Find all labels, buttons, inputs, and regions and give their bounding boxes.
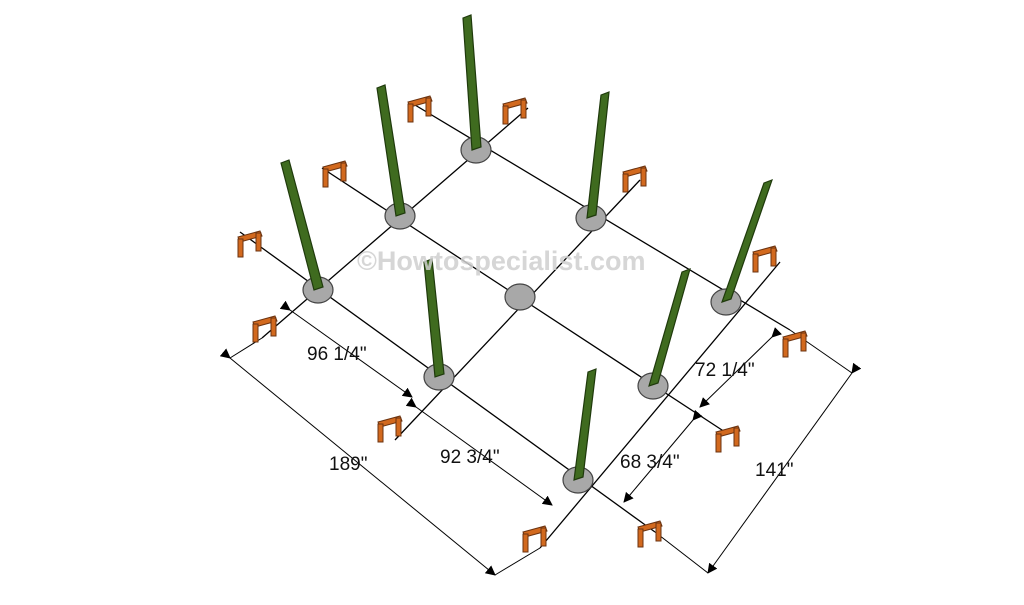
batter-board-stake bbox=[340, 162, 347, 182]
batter-board-stake bbox=[520, 99, 527, 119]
post-body bbox=[280, 159, 324, 291]
batter-board bbox=[322, 160, 348, 188]
dimension-line bbox=[405, 397, 553, 506]
batter-board bbox=[622, 165, 648, 193]
batter-board-stake bbox=[800, 332, 807, 352]
layout-string bbox=[539, 261, 781, 549]
batter-board-stake bbox=[252, 323, 259, 343]
batter-board-stake bbox=[395, 417, 402, 437]
extension-line bbox=[654, 531, 709, 574]
posts bbox=[280, 14, 773, 481]
post-body bbox=[586, 91, 610, 219]
dim-68-3-4: 68 3/4" bbox=[620, 452, 680, 473]
batter-board-stake bbox=[540, 527, 547, 547]
batter-board bbox=[237, 230, 263, 258]
batter-board-stake bbox=[377, 423, 384, 443]
dim-141: 141" bbox=[755, 460, 793, 481]
watermark: ©Howtospecialist.com bbox=[357, 246, 645, 276]
batter-board bbox=[782, 330, 808, 358]
post-body bbox=[573, 368, 597, 481]
concrete-footing bbox=[504, 283, 536, 311]
post bbox=[376, 84, 406, 217]
dim-189: 189" bbox=[329, 454, 367, 475]
batter-board bbox=[715, 425, 741, 453]
batter-board-stake bbox=[255, 232, 262, 252]
batter-board-stake bbox=[733, 427, 740, 447]
batter-board bbox=[377, 415, 403, 443]
batter-board-stake bbox=[782, 338, 789, 358]
post-body bbox=[721, 178, 773, 303]
batter-boards bbox=[237, 95, 808, 553]
batter-board-stake bbox=[640, 167, 647, 187]
batter-board-stake bbox=[622, 173, 629, 193]
post bbox=[280, 159, 324, 291]
dimension-line bbox=[219, 348, 496, 576]
batter-board-stake bbox=[237, 238, 244, 258]
batter-board bbox=[252, 315, 278, 343]
dim-72-1-4: 72 1/4" bbox=[695, 360, 755, 381]
post bbox=[573, 368, 597, 481]
batter-board-stake bbox=[407, 103, 414, 123]
batter-board-stake bbox=[770, 247, 777, 267]
post-body bbox=[648, 268, 691, 387]
batter-board bbox=[502, 97, 528, 125]
dimension-line bbox=[279, 300, 413, 398]
batter-board-stake bbox=[655, 522, 662, 542]
dimension-line bbox=[699, 327, 782, 408]
batter-board bbox=[637, 520, 663, 548]
post-body bbox=[376, 84, 406, 217]
post bbox=[462, 14, 482, 151]
dimension-line bbox=[623, 409, 703, 503]
batter-board-stake bbox=[637, 528, 644, 548]
extension-line bbox=[494, 547, 541, 576]
post bbox=[721, 178, 773, 303]
post bbox=[586, 91, 610, 219]
post bbox=[648, 268, 691, 387]
dimension-line bbox=[707, 362, 862, 574]
batter-board bbox=[407, 95, 433, 123]
post bbox=[423, 258, 445, 378]
batter-board-stake bbox=[322, 168, 329, 188]
dimension-lines bbox=[219, 300, 862, 576]
batter-board-stake bbox=[270, 317, 277, 337]
batter-board-stake bbox=[715, 433, 722, 453]
batter-board-stake bbox=[522, 533, 529, 553]
dim-92-3-4: 92 3/4" bbox=[440, 447, 500, 468]
batter-board bbox=[522, 525, 548, 553]
post-body bbox=[462, 14, 482, 151]
footings bbox=[302, 136, 742, 494]
batter-board-stake bbox=[425, 97, 432, 117]
post-body bbox=[423, 258, 445, 378]
batter-board-stake bbox=[752, 253, 759, 273]
batter-board-stake bbox=[502, 105, 509, 125]
dim-96-1-4: 96 1/4" bbox=[307, 344, 367, 365]
batter-board bbox=[752, 245, 778, 273]
